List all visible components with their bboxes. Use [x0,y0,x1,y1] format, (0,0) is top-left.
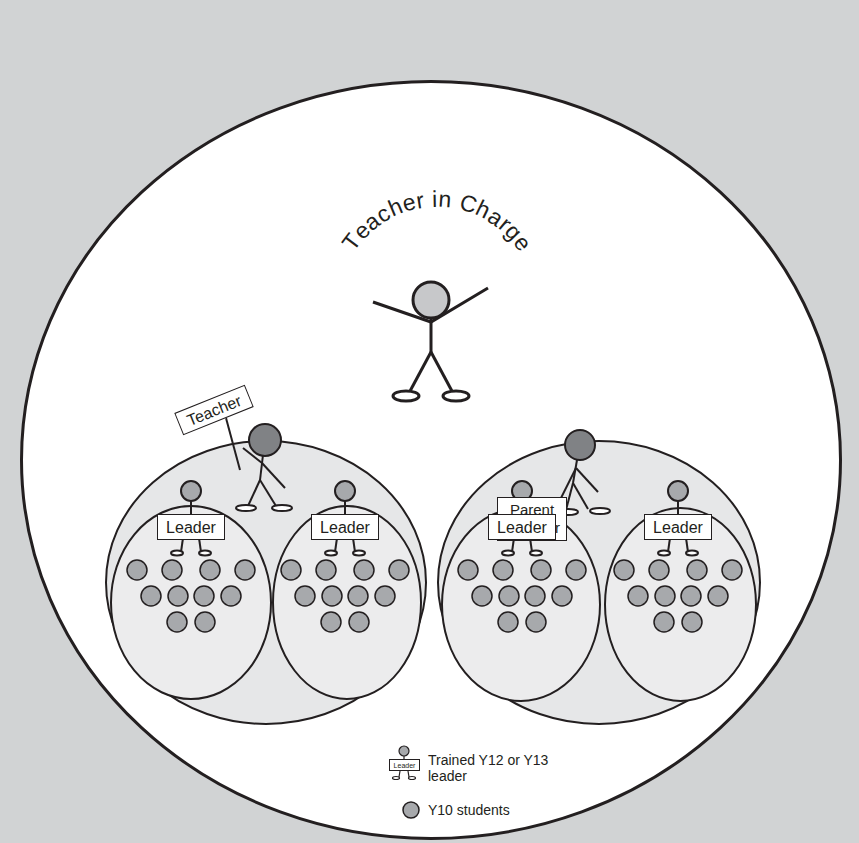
figure-arms [373,288,488,322]
icon-leg [408,771,409,777]
group-outline [20,80,842,840]
group-ellipse [438,441,760,724]
legend-text: Trained Y12 or Y13 leader [428,752,550,784]
figure-body [260,455,263,480]
icon-foot [409,777,416,780]
figure-foot [443,391,469,401]
figure-leg [248,480,260,506]
icon-foot [393,777,400,780]
figure-foot [590,508,610,514]
leader-figure [658,481,698,556]
figure-arm [560,468,576,500]
figure-head [413,282,449,318]
activity-circle: Teacher in ChargeTeacherLeaderLeaderPare… [20,80,842,840]
role-sign: Leader [157,514,225,540]
student-dots [458,560,586,632]
figure-leg [566,483,573,510]
group-ellipse [605,508,756,701]
leader-group: Leader [110,505,272,700]
figure-leg [431,352,453,393]
leader-group: Leader [272,505,422,700]
legend-icon-label: Leader [389,759,420,771]
leader-group: Leader [441,507,601,702]
arc-letter: i [432,188,438,211]
figure-body [430,318,433,352]
leader-figure [502,481,542,556]
leader-group: Leader [604,507,757,702]
figure-leg [409,352,431,393]
figure-arm [262,463,285,488]
group-ellipse [22,82,841,839]
legend-student-dot [403,802,419,818]
leader-figure [171,481,211,556]
role-sign: Leader [644,514,712,540]
figure-leg [573,483,588,509]
arc-letter: n [438,188,452,212]
group-ellipse [106,441,426,724]
student-dots [281,560,409,632]
student-dots [127,560,255,632]
sign-pole [226,418,240,470]
figure-arm [576,468,598,492]
figure-arm [243,448,262,463]
role-sign: Leader [488,514,556,540]
teacher-in-charge-figure [373,282,488,401]
figure-head [565,430,595,460]
student-dots [614,560,742,632]
icon-leg [399,771,400,777]
figure-foot [393,391,419,401]
teacher-figure [226,418,292,511]
figure-leg [260,480,276,506]
group-ellipse [111,506,271,699]
figure-foot [236,505,256,511]
group-ellipse [442,508,600,701]
icon-head [399,746,409,756]
figure-body [573,460,577,483]
leader-figure [325,481,365,556]
supervisor-group: Parent TramperLeaderLeader [437,440,761,725]
figure-foot [558,509,578,515]
parent-figure [558,430,610,515]
legend-text: Y10 students [428,802,550,818]
icon-neck [403,756,404,759]
supervisor-group: TeacherLeaderLeader [105,440,427,725]
legend-leader-icon [393,746,416,780]
figure-foot [272,505,292,511]
role-sign: Leader [311,514,379,540]
group-ellipse [273,506,421,699]
figure-head [249,424,281,456]
